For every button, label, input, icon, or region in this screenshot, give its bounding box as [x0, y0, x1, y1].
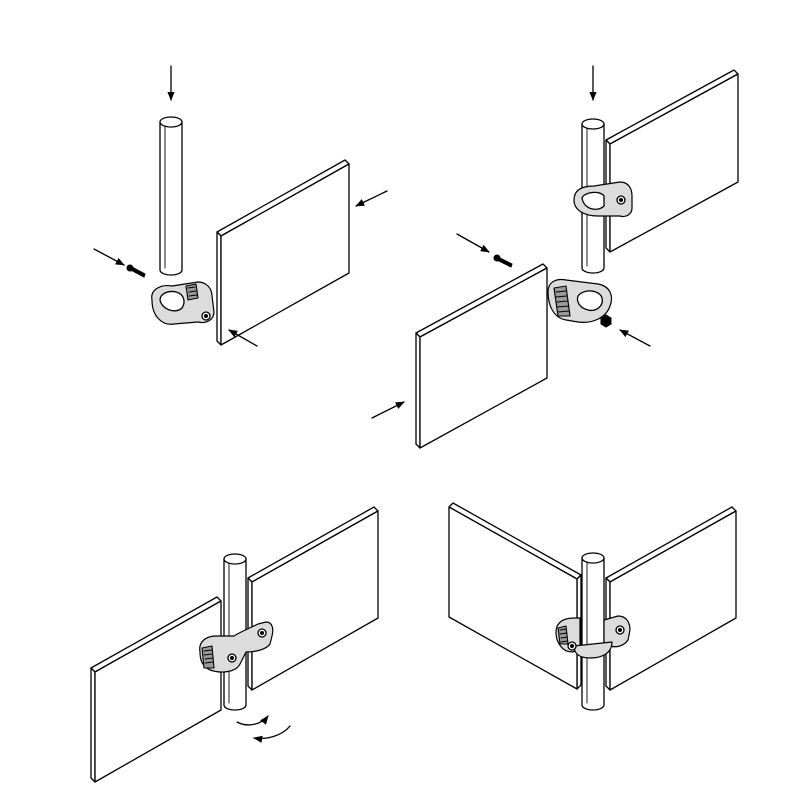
- step-2-panel-group: [371, 65, 739, 449]
- panel-back: [247, 506, 379, 691]
- clamp-half: [151, 281, 215, 325]
- arrow-panel: [371, 401, 405, 419]
- arrow-nut: [619, 329, 651, 347]
- arrow-panel-bottom: [228, 329, 258, 347]
- panel-swing: [90, 596, 222, 783]
- arrow-screw: [456, 233, 490, 253]
- arrow-screw: [93, 248, 125, 266]
- step-4-panel-group: [448, 502, 737, 711]
- nut: [600, 314, 612, 328]
- clamp-half-mounted: [573, 181, 633, 218]
- clamp-assembled: [555, 615, 631, 659]
- panel-left: [448, 502, 582, 690]
- panel: [415, 263, 548, 449]
- rotation-arrow-2: [253, 725, 291, 743]
- step-1-panel-group: [93, 65, 388, 347]
- panel-mounted: [605, 69, 739, 253]
- screw: [126, 264, 146, 278]
- screw: [493, 254, 513, 268]
- arrow-panel-top: [355, 190, 388, 207]
- post: [581, 552, 605, 711]
- panel: [216, 159, 350, 346]
- rotation-arrow-1: [236, 715, 269, 726]
- post: [223, 553, 247, 711]
- panel-right: [605, 506, 737, 691]
- step-3-panel-group: [90, 506, 379, 783]
- clamp-assembled: [199, 621, 274, 673]
- post: [159, 116, 183, 276]
- clamp-half: [547, 278, 613, 323]
